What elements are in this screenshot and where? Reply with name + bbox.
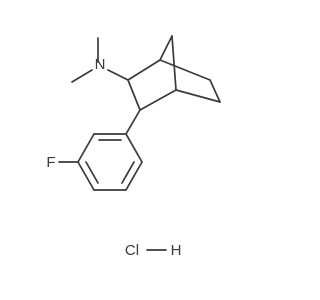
chlorine-atom-label: Cl xyxy=(125,242,139,259)
bond-c1-c7 xyxy=(159,35,173,61)
bond-c3-aryl xyxy=(125,109,141,135)
bond-ring-double-c xyxy=(85,161,99,184)
bond-ring-2-3 xyxy=(125,161,143,191)
hydrogen-atom-label: H xyxy=(171,242,182,259)
fluorine-atom-label: F xyxy=(46,154,55,171)
bond-c4-c3 xyxy=(139,89,177,111)
bond-c2-c1 xyxy=(127,59,161,81)
bond-n-c2 xyxy=(107,69,129,81)
bond-c4-c7 xyxy=(171,35,177,91)
bond-c6-c5 xyxy=(209,79,221,103)
bond-c1-c6 xyxy=(159,59,211,81)
bond-ring-double-b xyxy=(121,161,135,184)
bond-c3-c2 xyxy=(127,79,141,111)
bond-ring-5-6 xyxy=(77,133,95,163)
bond-ring-4-5 xyxy=(77,161,95,191)
chemical-structure-diagram: N F Cl H xyxy=(46,35,221,259)
bond-c5-c4 xyxy=(175,89,221,103)
bond-n-methyl-left xyxy=(71,69,93,83)
bond-ring-1-2 xyxy=(125,133,143,163)
nitrogen-atom-label: N xyxy=(95,56,106,73)
